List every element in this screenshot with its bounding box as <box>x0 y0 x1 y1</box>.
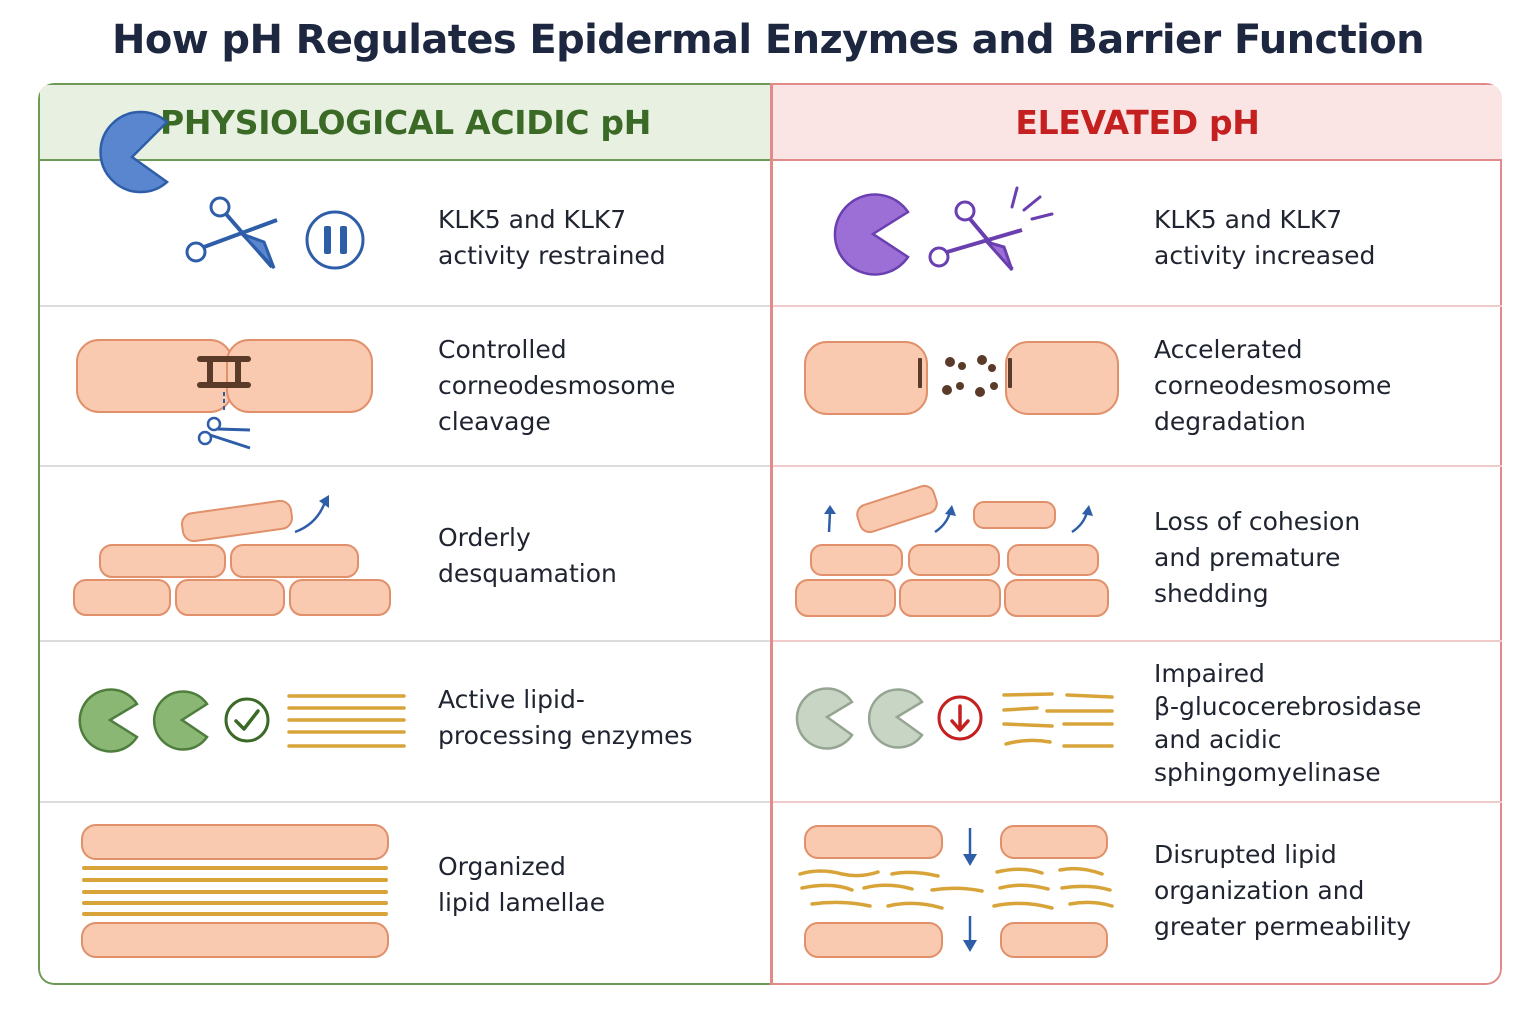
lipid-lamellae <box>82 866 388 916</box>
row-divider <box>773 305 1502 307</box>
degraded-junction <box>918 355 1012 397</box>
pacman-enzyme-icon <box>78 688 139 753</box>
elevated-row-4-text: Impaired β-glucocerebrosidase and acidic… <box>1154 659 1422 787</box>
comparison-table: PHYSIOLOGICAL ACIDIC pH <box>38 83 1502 985</box>
corneocyte-pair <box>804 341 1119 415</box>
column-divider <box>770 83 772 985</box>
elevated-illustrations <box>795 186 1119 958</box>
acidic-row-4-text: Active lipid- processing enzymes <box>438 685 693 750</box>
row-divider <box>40 801 771 803</box>
check-icon <box>224 697 270 743</box>
cell-layers <box>73 499 391 616</box>
elevated-row-2-text: Accelerated corneodesmosome degradation <box>1154 335 1392 436</box>
pacman-enzyme-icon <box>152 690 209 751</box>
row-divider <box>40 640 771 642</box>
corneocyte-pair <box>76 339 373 413</box>
down-arrow-icon <box>963 916 977 952</box>
row-divider <box>773 465 1502 467</box>
corneodesmosome-junction <box>197 356 251 388</box>
arrowheads <box>824 505 1093 516</box>
row-divider <box>773 801 1502 803</box>
pacman-enzyme-icon <box>867 688 924 749</box>
elevated-row-5-text: Disrupted lipid organization and greater… <box>1154 840 1412 941</box>
scissors-icon <box>928 200 1023 271</box>
acidic-column: PHYSIOLOGICAL ACIDIC pH <box>38 83 771 985</box>
cell-layers <box>795 484 1109 617</box>
disrupted-lamellae <box>798 866 1114 910</box>
pause-icon <box>305 210 365 270</box>
elevated-column: ELEVATED pH <box>771 83 1502 985</box>
pacman-enzyme-icon <box>99 110 170 194</box>
acidic-row-3-text: Orderly desquamation <box>438 523 617 588</box>
elevated-row-1-text: KLK5 and KLK7 activity increased <box>1154 205 1376 270</box>
up-arrow-icon <box>294 495 329 534</box>
disrupted-lipid-lines <box>1002 692 1114 748</box>
pacman-enzyme-icon <box>833 193 910 276</box>
row-divider <box>40 305 771 307</box>
acidic-illustrations <box>73 110 406 958</box>
row-divider <box>40 465 771 467</box>
lipid-lines <box>287 694 406 748</box>
elevated-header: ELEVATED pH <box>773 85 1502 161</box>
acidic-row-1-text: KLK5 and KLK7 activity restrained <box>438 205 666 270</box>
scissors-icon <box>197 416 251 450</box>
motion-lines-icon <box>1010 186 1054 221</box>
down-arrow-icon <box>937 695 983 741</box>
scissors-icon <box>185 196 278 270</box>
acidic-row-2-text: Controlled corneodesmosome cleavage <box>438 335 676 436</box>
acidic-row-5-text: Organized lipid lamellae <box>438 852 606 917</box>
page-title: How pH Regulates Epidermal Enzymes and B… <box>111 17 1425 63</box>
row-divider <box>773 640 1502 642</box>
pacman-enzyme-icon <box>795 687 854 750</box>
corneocyte-layer <box>81 824 389 958</box>
corneocyte-layer <box>804 825 1108 958</box>
down-arrow-icon <box>963 828 977 866</box>
elevated-row-3-text: Loss of cohesion and premature shedding <box>1154 507 1361 608</box>
